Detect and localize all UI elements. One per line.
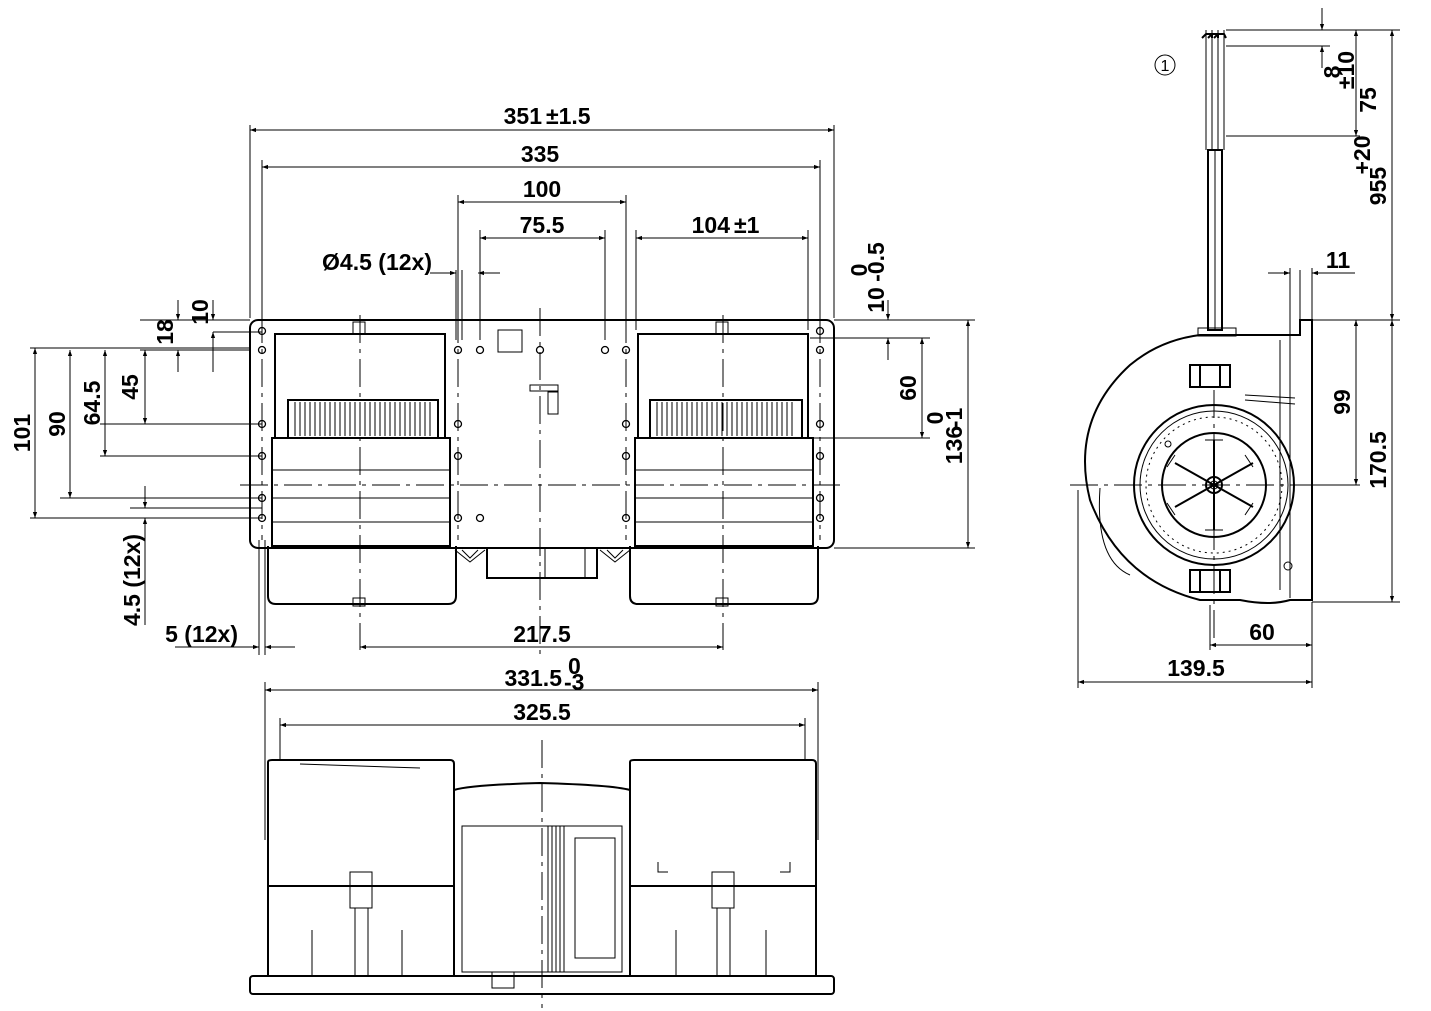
dim-height: 136: [941, 426, 967, 464]
dim-cable-length: 955: [1365, 167, 1391, 206]
front-view: [240, 308, 845, 660]
dim-overall-width: 351: [504, 103, 543, 129]
dim-cable-length-tol: +20: [1349, 135, 1375, 174]
dim-lead-strip: 8: [1319, 65, 1345, 78]
mounting-holes: [257, 326, 825, 523]
dim-90: 90: [44, 411, 70, 437]
right-blower-housing: [629, 321, 819, 607]
dim-depth: 139.5: [1167, 655, 1225, 681]
dim-blower-width-tol: ±1: [734, 212, 760, 238]
dim-inner-spacing: 75.5: [520, 212, 565, 238]
dim-blower-width: 104: [692, 212, 731, 238]
dim-flange-thickness: 11: [1326, 247, 1351, 273]
dim-height-tol-upper: 0: [922, 412, 948, 425]
dim-hole-diameter: Ø4.5 (12x): [322, 249, 432, 275]
dim-bottom-inner-width: 325.5: [513, 699, 571, 725]
dim-overall-width-tol: ±1.5: [546, 103, 591, 129]
dim-101: 101: [9, 414, 35, 453]
callout-1: 1: [1161, 58, 1170, 75]
dim-170-5: 170.5: [1365, 431, 1391, 489]
dim-hole-span: 335: [521, 141, 560, 167]
dim-center-spacing: 100: [523, 176, 561, 202]
dim-lead-length-tol: ±10: [1333, 51, 1359, 89]
dim-slot-height: 4.5 (12x): [119, 534, 145, 626]
dim-top-offset-right-tol-lower: -0.5: [863, 242, 889, 282]
left-blower-housing: [267, 321, 457, 607]
dim-bottom-width-tol-lower: -3: [564, 669, 584, 695]
motor-bracket: [454, 329, 631, 579]
dim-60-front: 60: [895, 375, 921, 401]
dim-top-offset-right: 10: [863, 287, 889, 313]
side-view-dimensions: 8 75 ±10 955 +20 11 99 170.5 60 139.5: [1077, 8, 1400, 688]
dim-bottom-width: 331.5: [504, 665, 562, 691]
dim-top-offset: 10: [187, 299, 213, 325]
side-view: 1: [1070, 30, 1313, 640]
dim-height-tol-lower: -1: [941, 408, 967, 429]
bottom-view-dimensions: 331.5 0 -3 325.5: [264, 653, 819, 840]
dim-99: 99: [1329, 389, 1355, 415]
bottom-view: [249, 740, 835, 1008]
right-fan-wheel: [649, 399, 803, 439]
dim-bottom-width-tol-upper: 0: [568, 653, 581, 679]
dim-outlet-spacing: 217.5: [513, 621, 571, 647]
dim-18: 18: [152, 319, 178, 345]
dim-lead-length: 75: [1355, 87, 1381, 113]
front-view-dimensions: 351 ±1.5 335 100 75.5 104 ±1 Ø4.5 (12x) …: [9, 103, 975, 655]
dim-top-offset-right-tol-upper: 0: [846, 264, 872, 277]
dim-64-5: 64.5: [79, 380, 105, 425]
dim-slot-width: 5 (12x): [165, 621, 238, 647]
dim-60-side: 60: [1249, 619, 1275, 645]
left-fan-wheel: [287, 399, 439, 439]
dim-45: 45: [117, 374, 143, 400]
